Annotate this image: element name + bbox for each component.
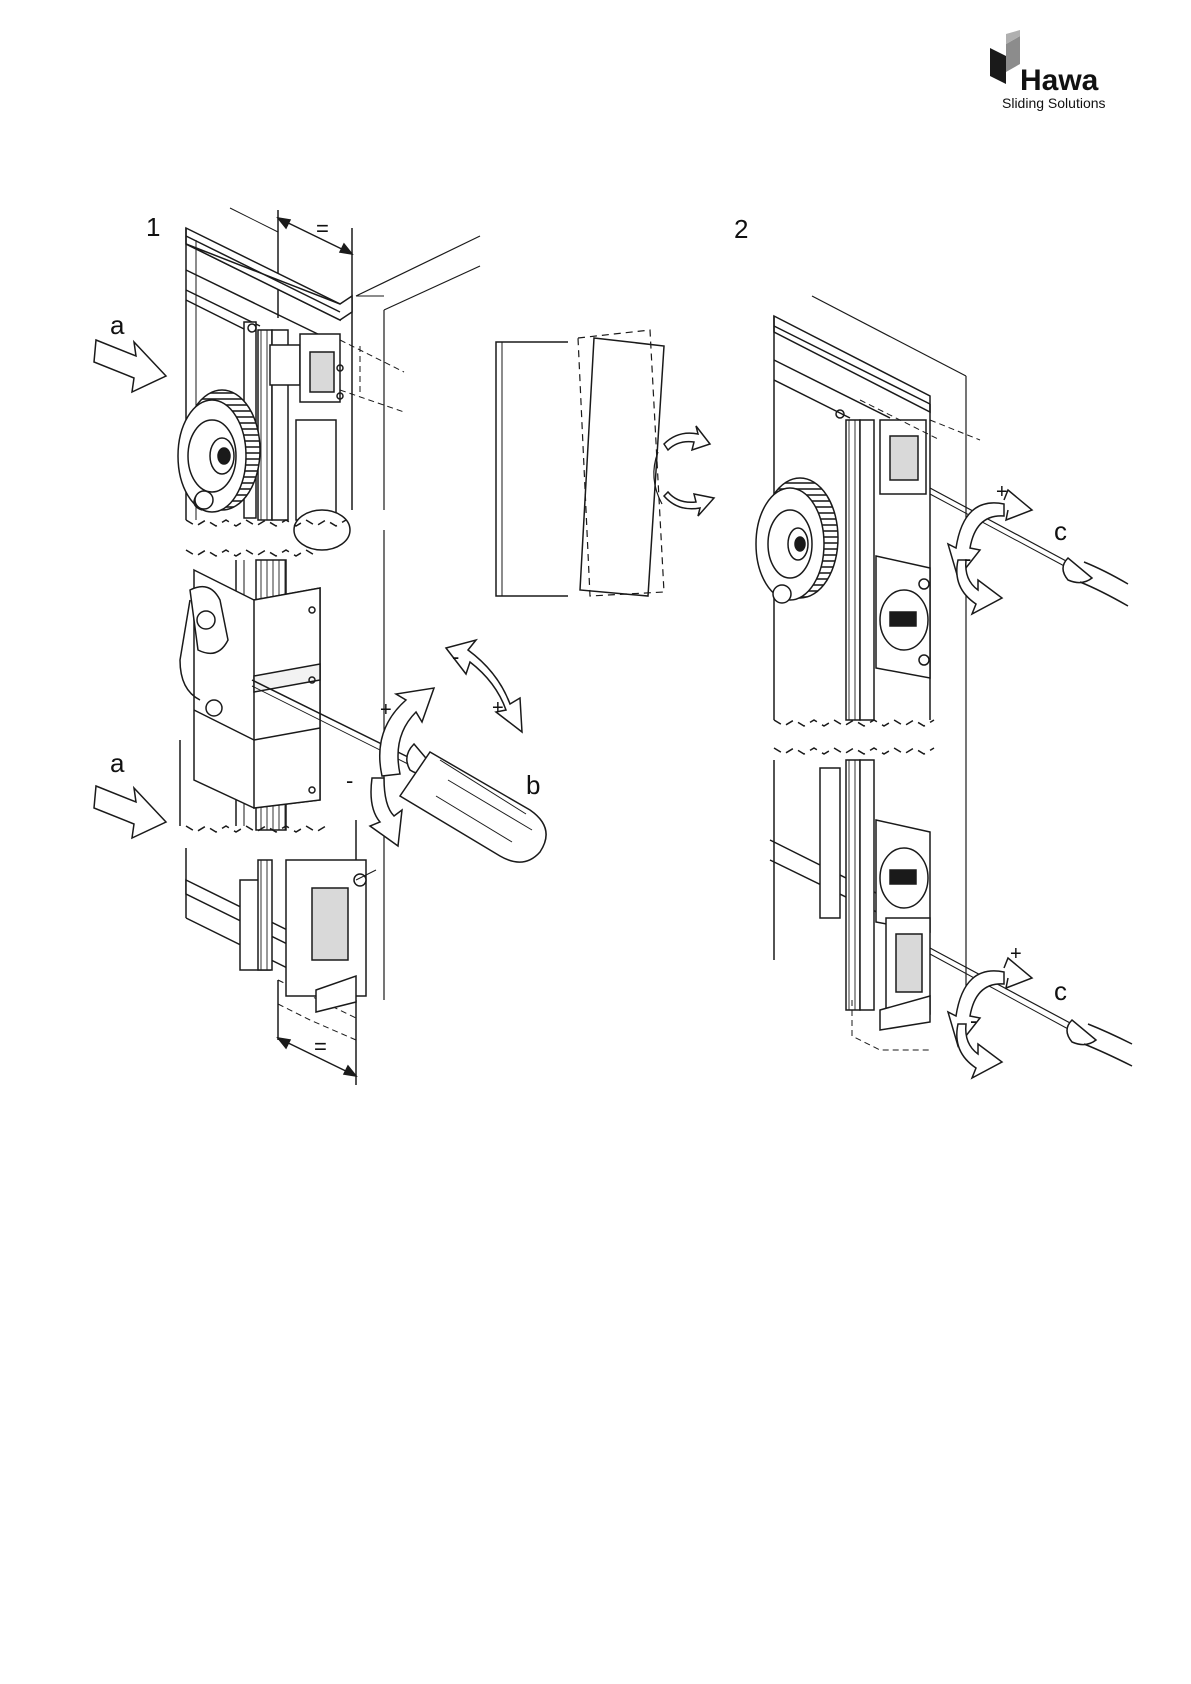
rotate-minus-c-top: - (964, 548, 971, 570)
tilt-plus: + (492, 698, 504, 718)
figure-2-drawing (756, 296, 1132, 1078)
rotate-minus-b: - (346, 770, 353, 792)
label-equal-bottom: = (314, 1036, 327, 1058)
label-c-bottom: c (1054, 978, 1067, 1004)
brand-name: Hawa (1020, 66, 1098, 96)
step-number-2: 2 (734, 216, 748, 242)
logo-mark-dark (990, 48, 1006, 84)
label-equal-top: = (316, 218, 329, 240)
rotate-minus-c-bottom: - (970, 1010, 977, 1032)
profile-lower (186, 848, 376, 1012)
hawa-logo (990, 30, 1020, 84)
insert-arrow-a-top (94, 340, 166, 392)
label-a-bottom: a (110, 750, 124, 776)
label-b: b (526, 772, 540, 798)
rotate-plus-c-bottom: + (1010, 944, 1022, 964)
rotate-plus-b: + (380, 700, 392, 720)
insert-arrow-a-bottom (94, 786, 166, 838)
spring-drum-top (178, 390, 260, 512)
label-c-top: c (1054, 518, 1067, 544)
profile-middle (180, 560, 320, 830)
rotate-plus-c-top: + (996, 482, 1008, 502)
tilt-minus: - (452, 646, 459, 668)
brand-tagline: Sliding Solutions (1002, 96, 1106, 110)
figure-1-drawing (178, 208, 546, 1085)
label-a-top: a (110, 312, 124, 338)
door-alignment-schematic (496, 330, 714, 596)
step-number-1: 1 (146, 214, 160, 240)
